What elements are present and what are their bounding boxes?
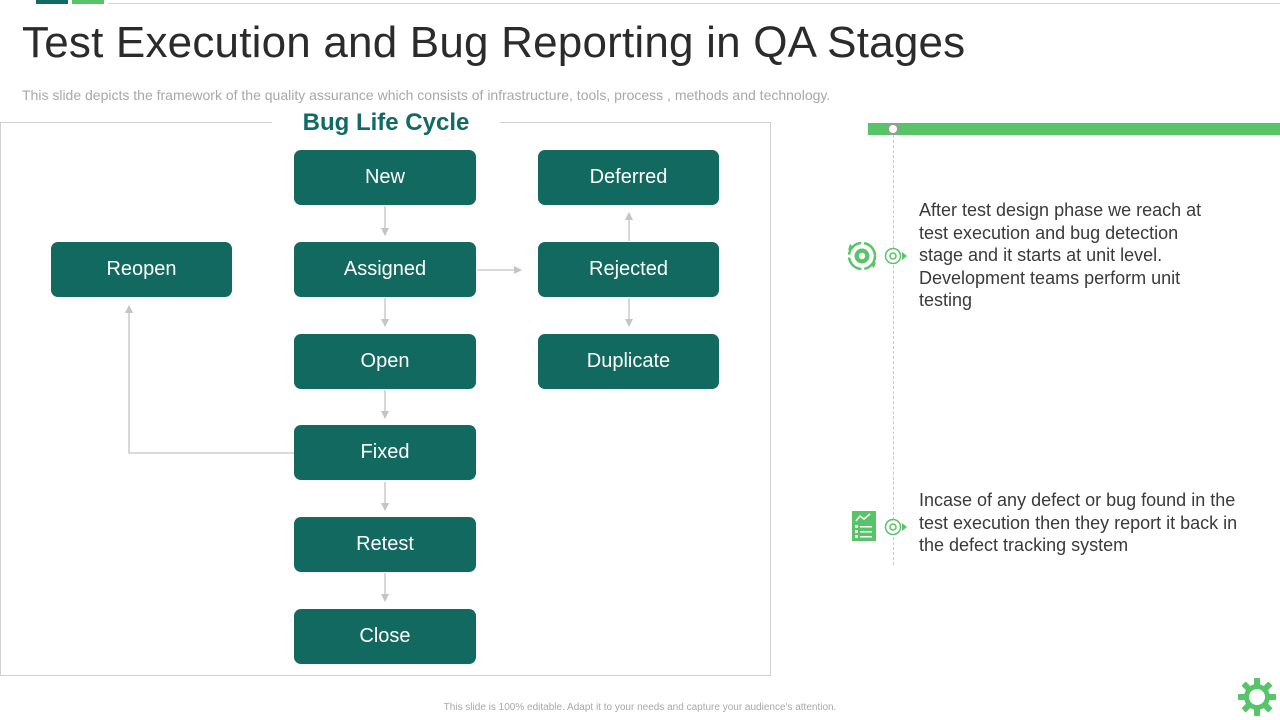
- timeline-start-dot: [887, 123, 899, 135]
- node-rejected: Rejected: [538, 242, 719, 297]
- node-close: Close: [294, 609, 476, 664]
- header-accent-dark: [36, 0, 68, 4]
- node-duplicate: Duplicate: [538, 334, 719, 389]
- timeline-text-1: After test design phase we reach at test…: [919, 200, 1202, 310]
- header-accent-green: [72, 0, 104, 4]
- report-document-icon: [852, 511, 876, 541]
- slide-title: Test Execution and Bug Reporting in QA S…: [22, 18, 966, 67]
- slide-subtitle: This slide depicts the framework of the …: [22, 87, 831, 103]
- timeline-text-2: Incase of any defect or bug found in the…: [919, 490, 1238, 555]
- timeline-bar: [868, 123, 1280, 135]
- node-assigned: Assigned: [294, 242, 476, 297]
- node-open: Open: [294, 334, 476, 389]
- node-deferred: Deferred: [538, 150, 719, 205]
- timeline-marker-2: [884, 518, 907, 536]
- node-reopen: Reopen: [51, 242, 232, 297]
- node-new: New: [294, 150, 476, 205]
- diagram-title: Bug Life Cycle: [302, 109, 470, 136]
- arrow-fixed-reopen: [125, 305, 294, 454]
- gear-cycle-icon: [847, 241, 877, 271]
- footer-note: This slide is 100% editable. Adapt it to…: [443, 702, 837, 713]
- node-fixed: Fixed: [294, 425, 476, 480]
- node-retest: Retest: [294, 517, 476, 572]
- header-rule: [108, 3, 1280, 4]
- gear-icon: [1238, 678, 1276, 716]
- timeline-marker-1: [884, 247, 907, 265]
- timeline-connector: [893, 135, 894, 565]
